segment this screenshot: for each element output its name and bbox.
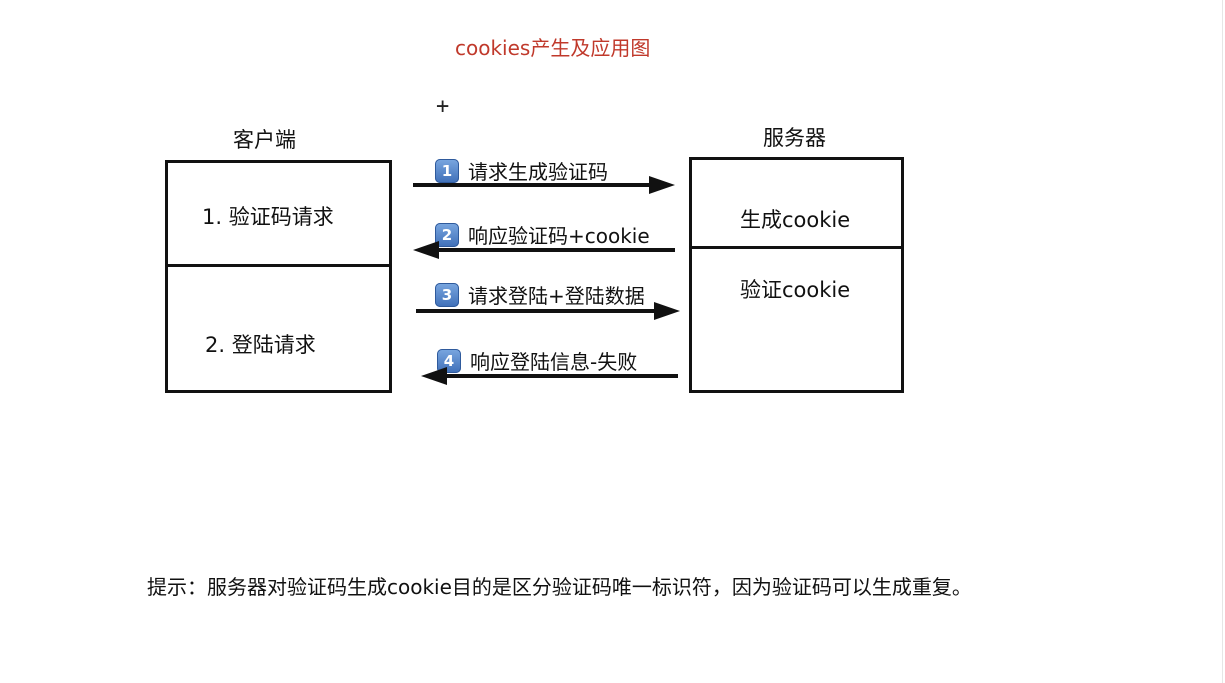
step-4-arrow (421, 367, 678, 385)
step-1-arrow (413, 176, 675, 194)
server-row-generate-cookie: 生成cookie (740, 208, 851, 232)
server-box: 生成cookie 验证cookie (689, 157, 904, 393)
step-3-badge: 3 (435, 282, 459, 307)
client-row-captcha-request: 1. 验证码请求 (202, 205, 334, 229)
server-label: 服务器 (763, 126, 826, 150)
step-1-badge: 1 (435, 158, 459, 183)
client-box-divider (168, 264, 389, 267)
step-1-text: 请求生成验证码 (468, 160, 608, 184)
step-3-label: 3 请求登陆+登陆数据 (435, 280, 645, 309)
server-box-divider (692, 246, 901, 249)
page-edge (1222, 0, 1223, 683)
step-4-label: 4 响应登陆信息-失败 (437, 346, 637, 375)
step-4-text: 响应登陆信息-失败 (470, 350, 638, 374)
client-box: 1. 验证码请求 2. 登陆请求 (165, 160, 392, 393)
server-row-verify-cookie: 验证cookie (740, 278, 851, 302)
step-2-text: 响应验证码+cookie (468, 224, 650, 248)
client-row-login-request: 2. 登陆请求 (205, 333, 316, 357)
hint-text: 提示：服务器对验证码生成cookie目的是区分验证码唯一标识符，因为验证码可以生… (147, 575, 972, 599)
crosshair-cursor-icon: + (436, 94, 450, 119)
step-2-arrow (413, 241, 675, 259)
diagram-title: cookies产生及应用图 (455, 36, 651, 60)
client-label: 客户端 (233, 128, 296, 152)
step-3-arrow (416, 302, 680, 320)
step-1-label: 1 请求生成验证码 (435, 156, 608, 185)
step-2-label: 2 响应验证码+cookie (435, 220, 650, 249)
step-4-badge: 4 (437, 348, 461, 373)
step-3-text: 请求登陆+登陆数据 (468, 284, 645, 308)
